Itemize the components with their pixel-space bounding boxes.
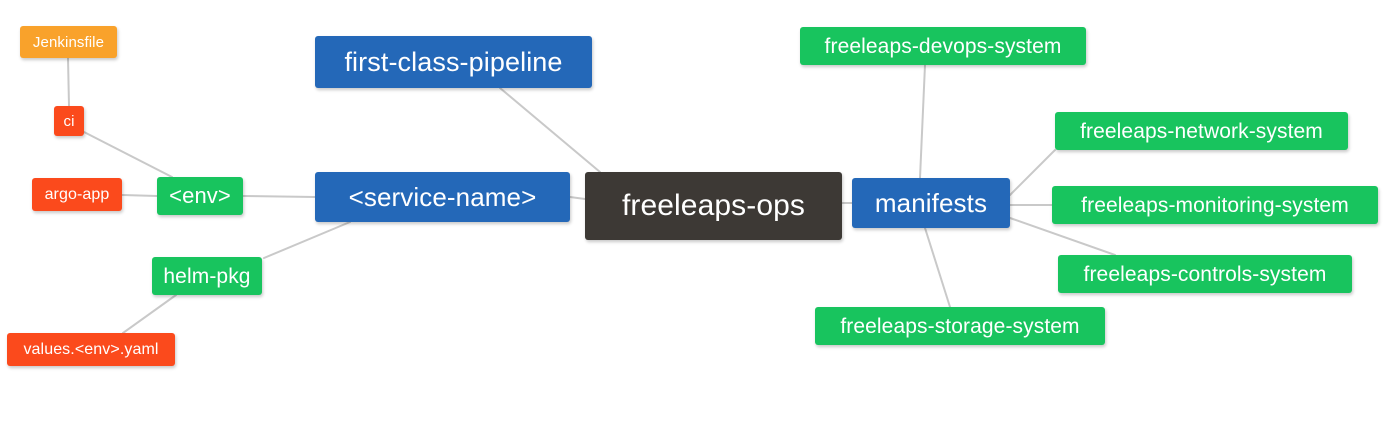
edge-manifests-to-freeleaps-storage-system [924, 227, 951, 308]
edge-root-to-first-class-pipeline [499, 87, 601, 173]
node-label-freeleaps-devops-system: freeleaps-devops-system [824, 34, 1062, 58]
node-ci[interactable]: ci [54, 106, 84, 136]
node-label-service-name: <service-name> [348, 182, 537, 212]
node-label-helm-pkg: helm-pkg [163, 264, 251, 288]
node-label-freeleaps-controls-system: freeleaps-controls-system [1083, 262, 1327, 286]
edge-manifests-to-freeleaps-network-system [1009, 149, 1056, 196]
node-label-freeleaps-network-system: freeleaps-network-system [1080, 119, 1323, 143]
node-label-values-yaml: values.<env>.yaml [23, 340, 159, 358]
edge-helm-pkg-to-values-yaml [122, 294, 177, 334]
edge-root-to-service-name [569, 196, 586, 200]
node-jenkinsfile[interactable]: Jenkinsfile [20, 26, 117, 58]
edge-manifests-to-freeleaps-devops-system [919, 64, 926, 179]
node-freeleaps-monitoring-system[interactable]: freeleaps-monitoring-system [1052, 186, 1378, 224]
edge-env-to-argo-app [121, 194, 158, 197]
node-label-first-class-pipeline: first-class-pipeline [344, 46, 563, 77]
node-argo-app[interactable]: argo-app [32, 178, 122, 211]
node-freeleaps-devops-system[interactable]: freeleaps-devops-system [800, 27, 1086, 65]
node-label-freeleaps-storage-system: freeleaps-storage-system [840, 314, 1080, 338]
edge-ci-to-jenkinsfile [67, 57, 70, 107]
edge-service-name-to-env [242, 195, 316, 198]
node-first-class-pipeline[interactable]: first-class-pipeline [315, 36, 592, 88]
node-label-env: <env> [169, 183, 231, 208]
node-label-freeleaps-monitoring-system: freeleaps-monitoring-system [1081, 193, 1349, 217]
node-root[interactable]: freeleaps-ops [585, 172, 842, 240]
node-values-yaml[interactable]: values.<env>.yaml [7, 333, 175, 366]
node-freeleaps-controls-system[interactable]: freeleaps-controls-system [1058, 255, 1352, 293]
node-freeleaps-network-system[interactable]: freeleaps-network-system [1055, 112, 1348, 150]
node-freeleaps-storage-system[interactable]: freeleaps-storage-system [815, 307, 1105, 345]
node-service-name[interactable]: <service-name> [315, 172, 570, 222]
node-manifests[interactable]: manifests [852, 178, 1010, 228]
node-helm-pkg[interactable]: helm-pkg [152, 257, 262, 295]
edge-service-name-to-helm-pkg [263, 221, 351, 259]
node-env[interactable]: <env> [157, 177, 243, 215]
node-label-root: freeleaps-ops [621, 189, 806, 222]
node-label-ci: ci [63, 112, 75, 130]
node-label-manifests: manifests [874, 188, 988, 218]
node-label-jenkinsfile: Jenkinsfile [32, 33, 105, 51]
edge-env-to-ci [83, 131, 173, 178]
node-label-argo-app: argo-app [44, 185, 110, 203]
